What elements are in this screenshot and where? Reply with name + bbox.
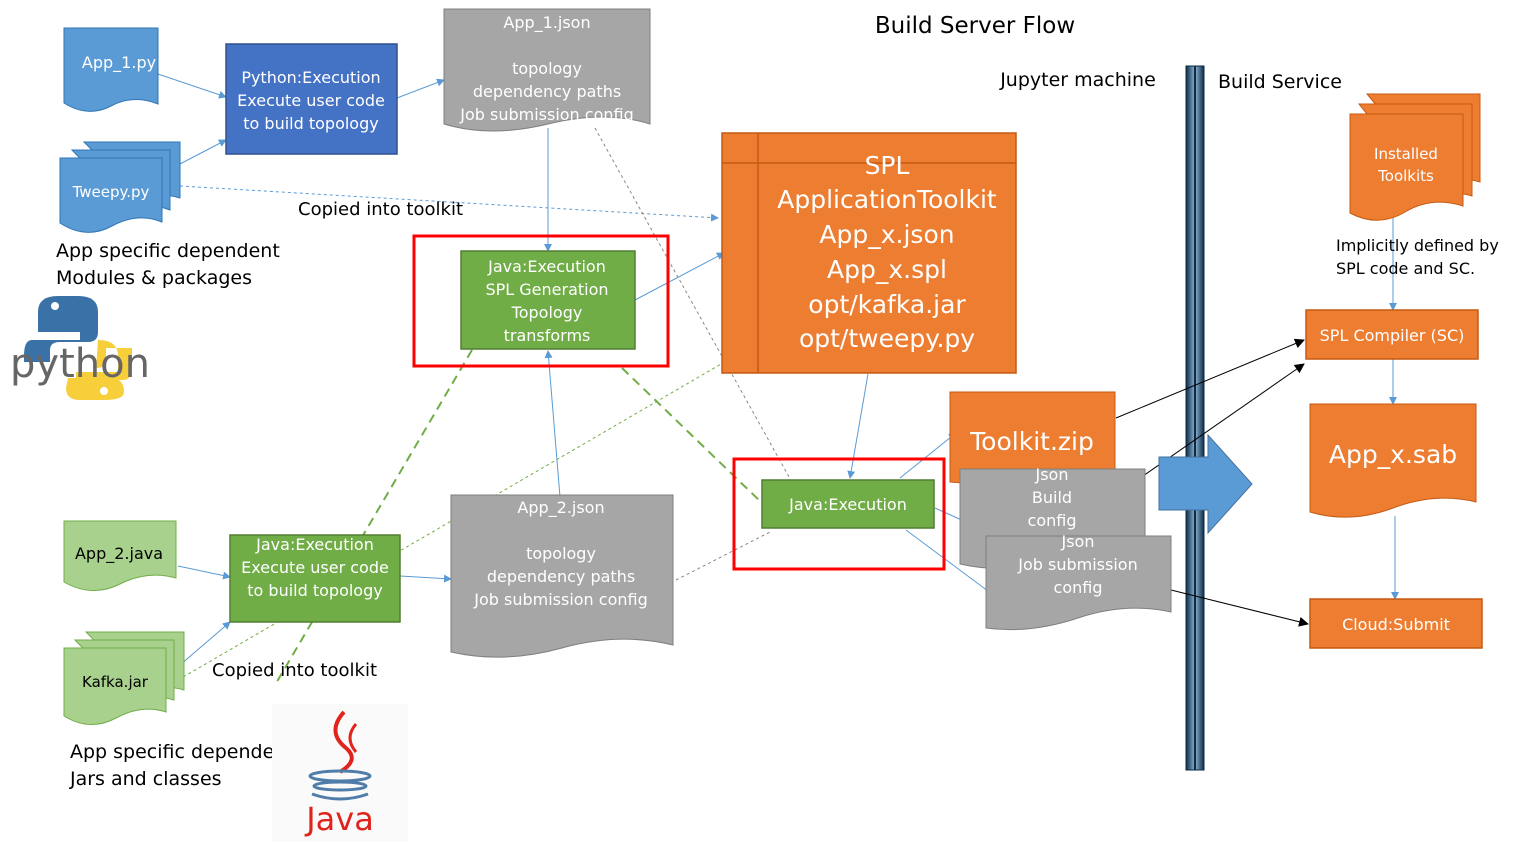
svg-text:Topology: Topology: [511, 303, 583, 322]
svg-text:App_x.sab: App_x.sab: [1329, 440, 1457, 469]
svg-text:Json: Json: [1035, 465, 1069, 484]
app-sab-doc: App_x.sab: [1309, 403, 1477, 518]
svg-text:App_x.spl: App_x.spl: [827, 255, 947, 284]
machine-divider: [1185, 65, 1205, 771]
svg-text:opt/tweepy.py: opt/tweepy.py: [799, 324, 975, 353]
python-caption-line1: App specific dependent: [56, 240, 280, 262]
python-execution-box: Python:Execution Execute user code to bu…: [225, 43, 398, 155]
svg-text:config: config: [1028, 511, 1077, 530]
app1-py-doc: App_1.py: [63, 27, 159, 112]
java-execution-box: Java:Execution: [761, 479, 935, 529]
svg-text:dependency paths: dependency paths: [473, 82, 621, 101]
app1-json-doc: App_1.json topology dependency paths Job…: [443, 8, 651, 132]
implicit-note-line1: Implicitly defined by: [1336, 236, 1499, 255]
svg-text:App_2.java: App_2.java: [75, 544, 163, 564]
svg-text:Toolkit.zip: Toolkit.zip: [969, 427, 1094, 456]
svg-text:ApplicationToolkit: ApplicationToolkit: [777, 185, 997, 214]
copied-into-toolkit-bottom: Copied into toolkit: [212, 660, 377, 681]
svg-text:SPL Generation: SPL Generation: [485, 280, 608, 299]
app2-json-doc: App_2.json topology dependency paths Job…: [450, 494, 674, 658]
svg-text:Java:Execution: Java:Execution: [788, 495, 907, 514]
java-execution-user-code-box: Java:Execution Execute user code to buil…: [229, 534, 401, 623]
svg-text:topology: topology: [526, 544, 596, 563]
transfer-arrow: [1158, 433, 1253, 535]
spl-generation-box: Java:Execution SPL Generation Topology t…: [460, 250, 636, 350]
svg-text:Toolkits: Toolkits: [1377, 167, 1434, 185]
svg-text:Job submission: Job submission: [1017, 555, 1137, 574]
svg-text:Python:Execution: Python:Execution: [241, 68, 380, 87]
svg-text:Java:Execution: Java:Execution: [255, 535, 374, 554]
connectors: [151, 71, 1399, 686]
diagram-title: Build Server Flow: [875, 13, 1075, 39]
svg-text:topology: topology: [512, 59, 582, 78]
svg-text:dependency paths: dependency paths: [487, 567, 635, 586]
python-logo: python: [10, 296, 150, 400]
svg-text:to build topology: to build topology: [243, 114, 378, 133]
svg-text:Job submission config: Job submission config: [459, 105, 634, 124]
python-caption-line2: Modules & packages: [56, 267, 252, 289]
cloud-submit-box: Cloud:Submit: [1309, 598, 1483, 649]
svg-text:Java:Execution: Java:Execution: [487, 257, 606, 276]
svg-text:SPL: SPL: [865, 151, 910, 180]
svg-text:App_2.json: App_2.json: [517, 498, 604, 518]
svg-text:python: python: [10, 341, 150, 387]
svg-text:config: config: [1054, 578, 1103, 597]
svg-text:App_x.json: App_x.json: [819, 220, 954, 249]
svg-text:Tweepy.py: Tweepy.py: [72, 183, 150, 201]
svg-text:Kafka.jar: Kafka.jar: [82, 673, 149, 691]
svg-text:SPL Compiler (SC): SPL Compiler (SC): [1320, 326, 1465, 345]
svg-text:Installed: Installed: [1374, 145, 1438, 163]
svg-text:Cloud:Submit: Cloud:Submit: [1342, 615, 1450, 634]
svg-text:transforms: transforms: [504, 326, 591, 345]
svg-text:Execute user code: Execute user code: [237, 91, 385, 110]
build-service-label: Build Service: [1218, 71, 1342, 93]
kafka-jar-doc: Kafka.jar: [63, 631, 185, 725]
implicit-note-line2: SPL code and SC.: [1336, 259, 1475, 278]
svg-text:App_1.json: App_1.json: [503, 13, 590, 33]
svg-text:Json: Json: [1061, 532, 1095, 551]
highlight-java-execution: [732, 457, 946, 571]
app2-java-doc: App_2.java: [63, 520, 177, 591]
toolkit-zip-doc: Toolkit.zip: [949, 391, 1116, 484]
jupyter-machine-label: Jupyter machine: [999, 69, 1156, 91]
java-logo: Java: [272, 704, 408, 842]
svg-text:opt/kafka.jar: opt/kafka.jar: [808, 290, 966, 319]
svg-text:Java: Java: [304, 800, 374, 838]
java-caption-line1: App specific depender: [70, 741, 282, 763]
java-caption-line2: Jars and classes: [69, 768, 222, 790]
svg-text:Execute user code: Execute user code: [241, 558, 389, 577]
svg-text:App_1.py: App_1.py: [82, 53, 156, 73]
json-job-submission-doc: Json Job submission config: [985, 532, 1172, 631]
installed-toolkits-doc: Installed Toolkits: [1349, 93, 1481, 221]
spl-application-toolkit-box: SPL ApplicationToolkit App_x.json App_x.…: [721, 132, 1017, 374]
svg-text:Build: Build: [1032, 488, 1072, 507]
svg-text:Job submission config: Job submission config: [473, 590, 648, 609]
copied-into-toolkit-top: Copied into toolkit: [298, 199, 463, 220]
svg-text:to build topology: to build topology: [247, 581, 382, 600]
highlight-spl-generation: [412, 234, 670, 368]
tweepy-py-doc: Tweepy.py: [59, 141, 181, 233]
spl-compiler-box: SPL Compiler (SC): [1305, 309, 1479, 360]
